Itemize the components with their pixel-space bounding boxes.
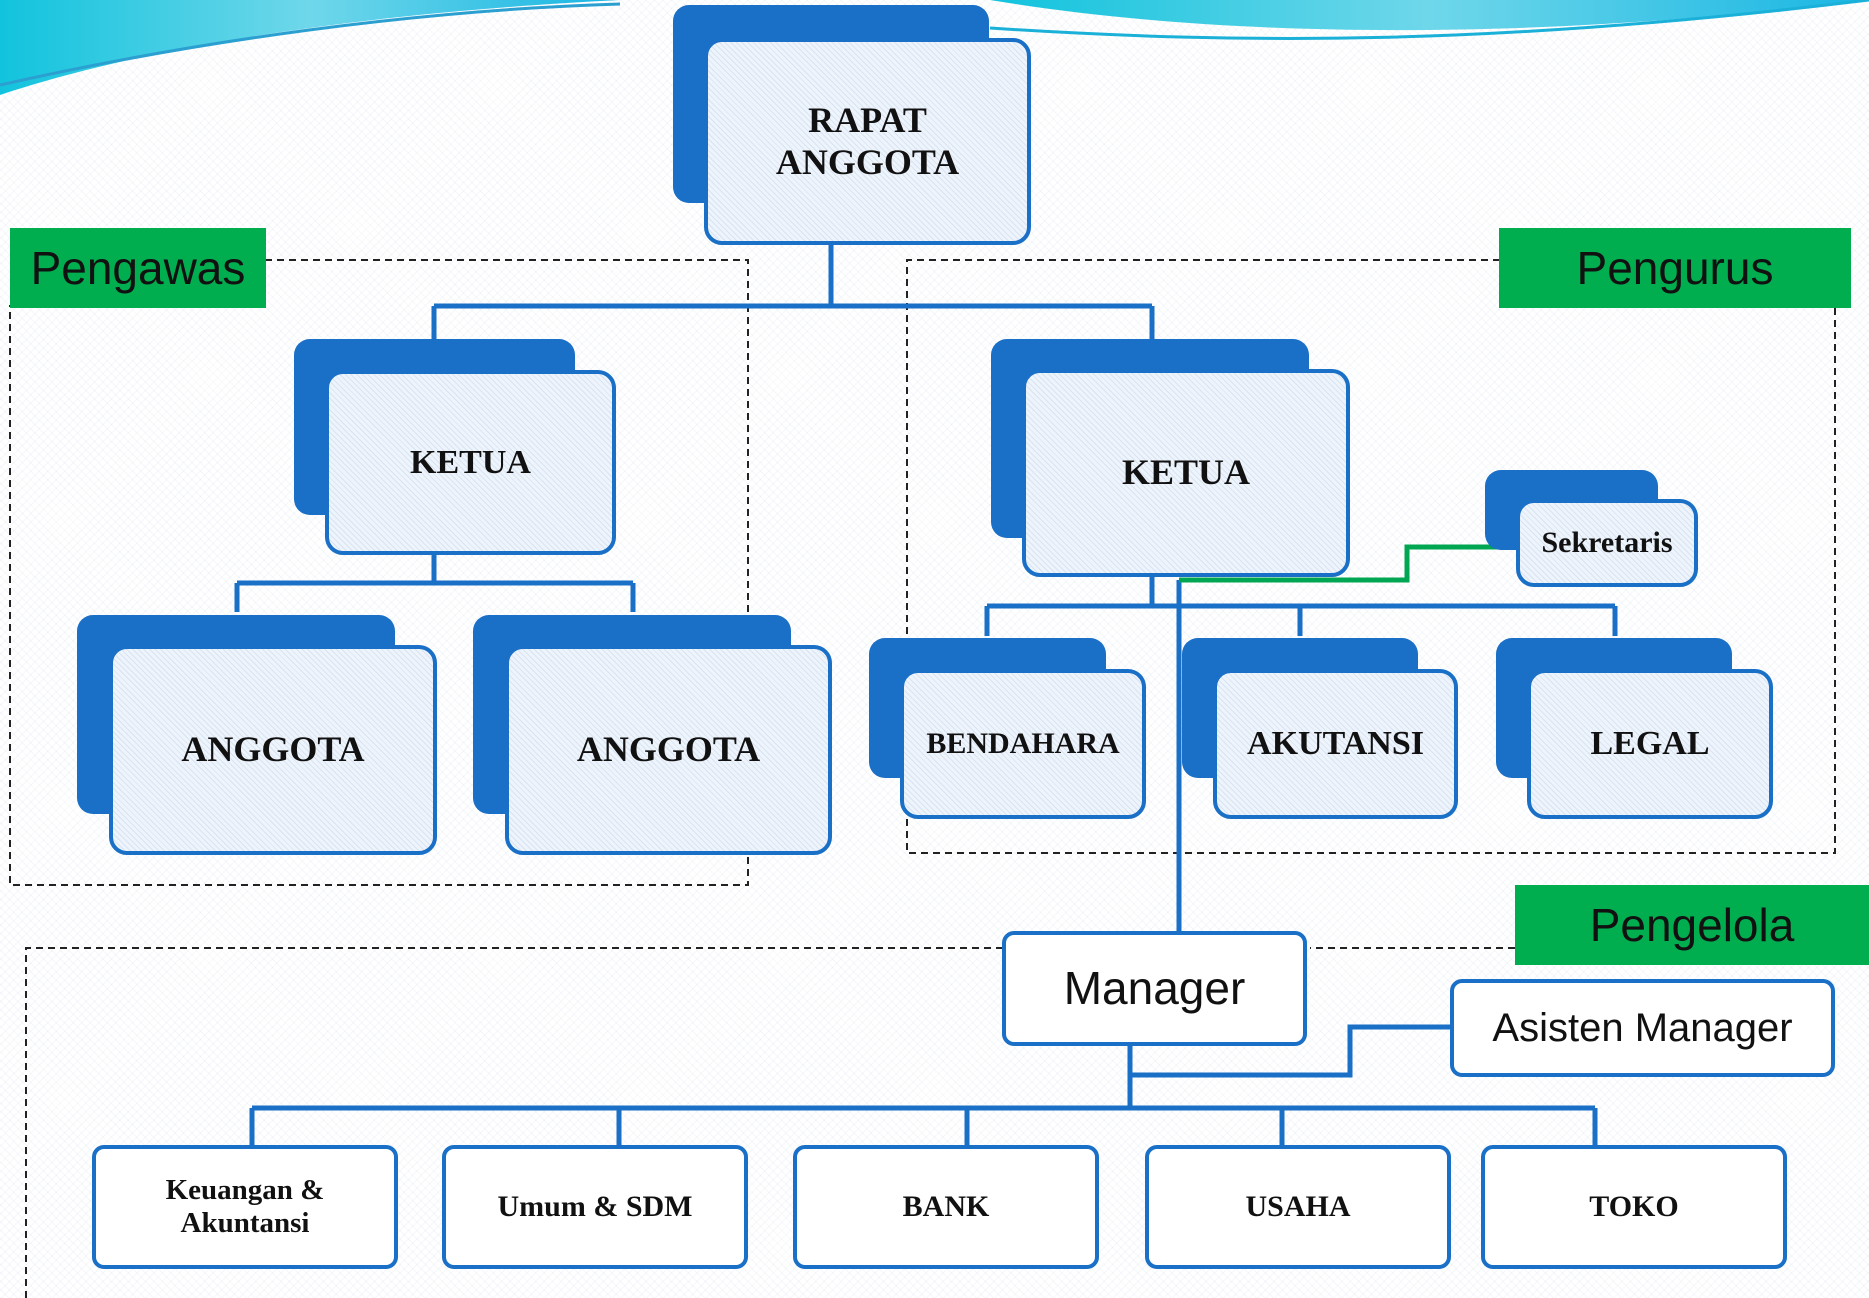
ketua-pengawas-label: KETUA [325,370,616,555]
header-wave-right [990,0,1869,31]
anggota-1-node: ANGGOTA [77,615,437,855]
bank-box: BANK [793,1145,1099,1269]
pengelola-border-left [25,947,1003,1298]
ketua-pengurus-label: KETUA [1022,369,1350,577]
sekretaris-label: Sekretaris [1516,499,1698,587]
pengurus-label: Pengurus [1499,228,1851,308]
anggota-2-node: ANGGOTA [473,615,832,855]
akutansi-label: AKUTANSI [1213,669,1458,819]
header-wave [0,0,620,95]
sekretaris-node: Sekretaris [1485,470,1698,587]
toko-box: TOKO [1481,1145,1787,1269]
anggota-1-label: ANGGOTA [109,645,437,855]
rapat-anggota-node: RAPAT ANGGOTA [673,5,1031,245]
legal-node: LEGAL [1496,638,1773,819]
akutansi-node: AKUTANSI [1182,638,1458,819]
pengelola-label: Pengelola [1515,885,1869,965]
bendahara-node: BENDAHARA [869,638,1146,819]
ketua-pengawas-node: KETUA [294,339,616,555]
pengawas-label: Pengawas [10,228,266,308]
asisten-manager-box: Asisten Manager [1450,979,1835,1077]
legal-label: LEGAL [1527,669,1773,819]
sekretaris-connector [1179,544,1518,583]
header-wave-line [0,2,621,87]
bendahara-label: BENDAHARA [900,669,1146,819]
pengawas-border [9,259,749,886]
pengurus-border [906,259,1836,854]
rapat-anggota-label: RAPAT ANGGOTA [704,38,1031,245]
umum-sdm-box: Umum & SDM [442,1145,748,1269]
manager-box: Manager [1002,931,1307,1046]
header-wave-line-right [989,0,1869,40]
usaha-box: USAHA [1145,1145,1451,1269]
ketua-pengurus-node: KETUA [991,339,1350,579]
keuangan-akuntansi-box: Keuangan & Akuntansi [92,1145,398,1269]
anggota-2-label: ANGGOTA [505,645,832,855]
